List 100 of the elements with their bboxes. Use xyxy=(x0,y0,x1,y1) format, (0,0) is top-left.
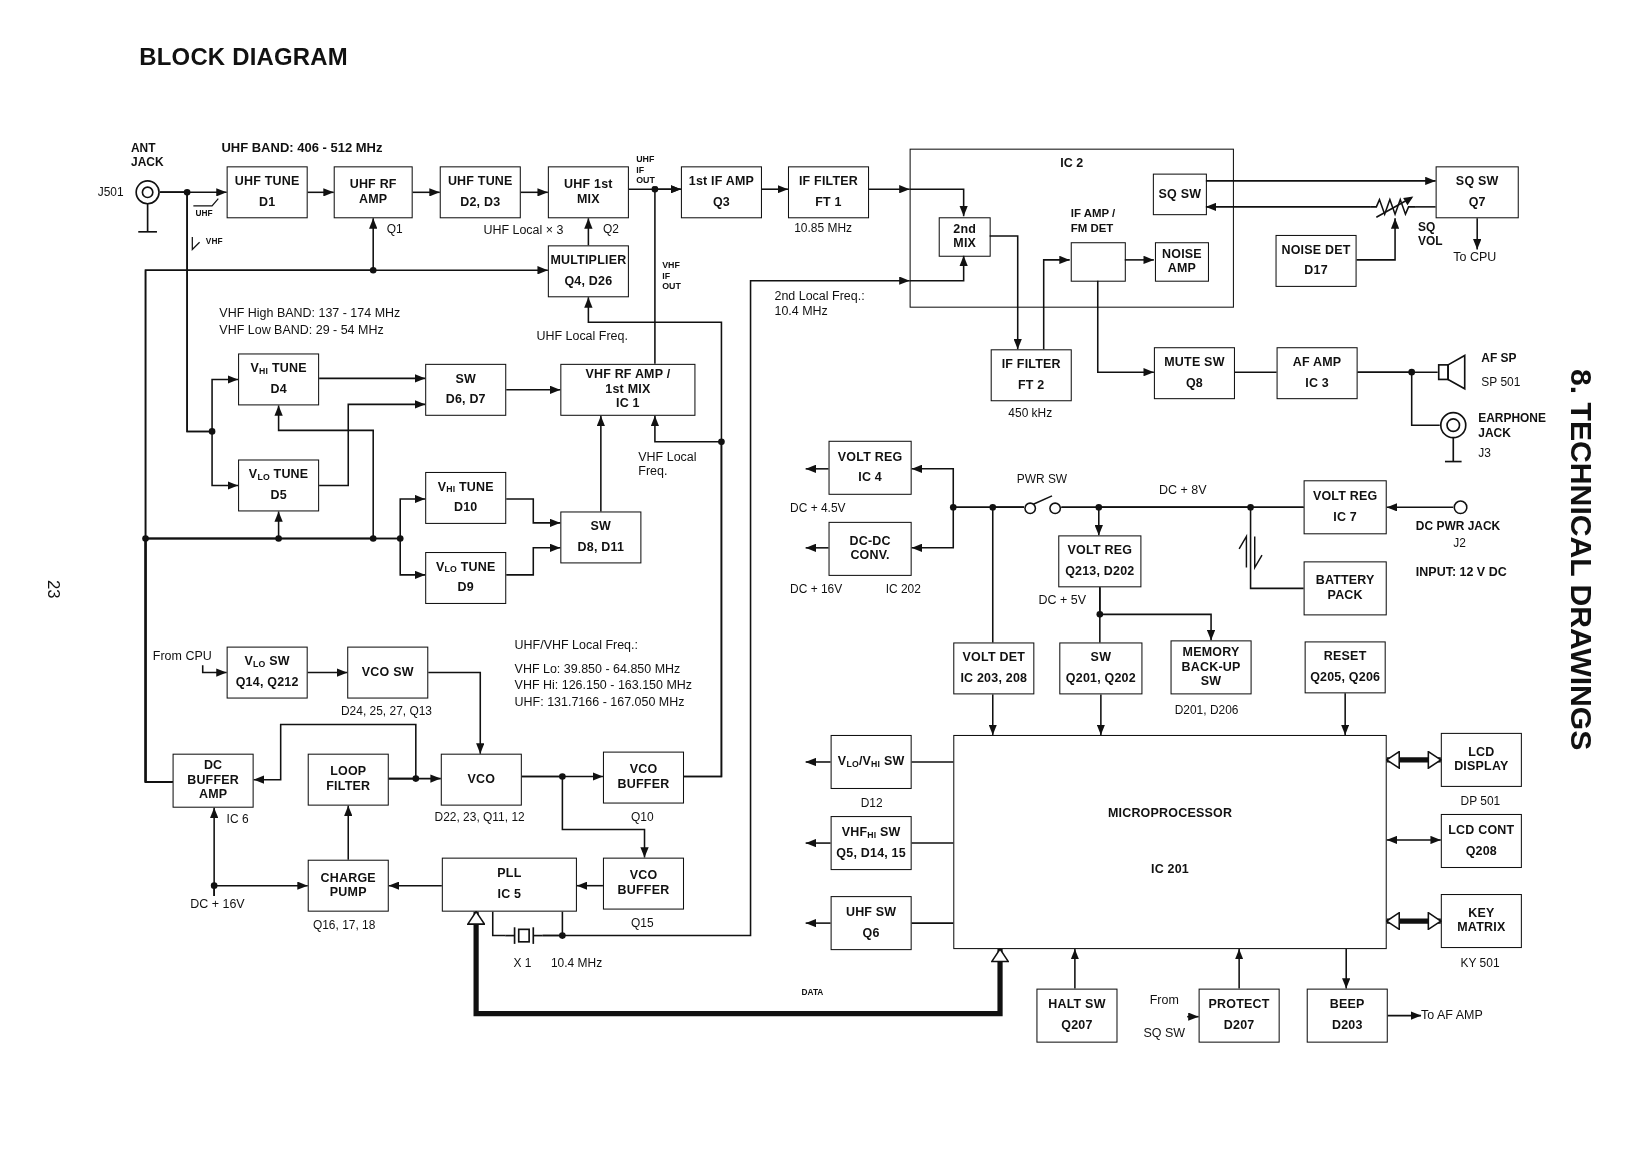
signal-arrow xyxy=(1387,1011,1422,1020)
block-label: AF AMP xyxy=(1292,356,1342,371)
signal-arrow xyxy=(520,188,549,197)
block-label: Q213, D202 xyxy=(1065,564,1135,579)
signal-arrow xyxy=(988,693,997,736)
annotation: VHF High BAND: 137 - 174 MHz xyxy=(219,305,401,321)
signal-arrow xyxy=(1124,255,1155,265)
annotation: VHF Low BAND: 29 - 54 MHz xyxy=(219,322,384,338)
signal-arrow xyxy=(505,498,562,528)
block-label: Q5, D14, 15 xyxy=(836,846,906,861)
signal-arrow xyxy=(1234,948,1244,990)
signal-arrow xyxy=(1096,693,1106,736)
block-label: Q207 xyxy=(1061,1018,1093,1034)
block-label: Q208 xyxy=(1465,844,1497,859)
annotation: UHF/VHF Local Freq.: xyxy=(514,637,638,653)
signal-arrow xyxy=(1042,255,1071,351)
annotation: VHF xyxy=(205,237,223,247)
block-label: V$_{LO}$ SW xyxy=(244,655,290,671)
side-heading: 23 xyxy=(43,580,64,599)
connector-line xyxy=(1415,206,1437,208)
block-label: D9 xyxy=(457,581,474,596)
block-label: Q7 xyxy=(1468,195,1486,210)
signal-arrow xyxy=(306,188,335,197)
signal-arrow xyxy=(1385,503,1455,512)
signal-arrow xyxy=(804,543,830,552)
block-label: SQ SW xyxy=(1158,187,1202,202)
crystal-symbol xyxy=(505,926,543,945)
signal-arrow xyxy=(1099,586,1216,642)
signal-arrow xyxy=(388,881,443,890)
part-label: D22, 23, Q11, 12 xyxy=(434,810,525,826)
block-label: VOLT REG xyxy=(1067,544,1133,559)
block-label: IC 201 xyxy=(1151,862,1189,878)
signal-arrow xyxy=(1205,202,1371,212)
signal-arrow xyxy=(344,804,353,861)
signal-arrow xyxy=(201,664,228,677)
part-label: DC + 16V xyxy=(790,582,843,597)
block-label: Q8 xyxy=(1185,376,1203,391)
signal-arrow xyxy=(1473,217,1482,251)
flow-label: To AF AMP xyxy=(1421,1007,1484,1023)
block-label: MEMORY BACK-UP SW xyxy=(1180,645,1242,689)
signal-arrow xyxy=(1341,692,1350,736)
part-label: Q2 xyxy=(602,222,619,237)
block-label: UHF SW xyxy=(845,905,897,920)
annotation: VHF Hi: 126.150 - 163.150 MHz xyxy=(514,677,693,693)
block-label: D17 xyxy=(1304,263,1328,279)
signal-arrow xyxy=(804,918,832,928)
edge-label: DATA xyxy=(800,987,825,998)
flow-label: SQ SW xyxy=(1142,1025,1187,1041)
block-label: V$_{HI}$ TUNE xyxy=(437,480,494,496)
block-label: VHF$_{HI}$ SW xyxy=(841,825,901,841)
function-block xyxy=(830,734,912,789)
part-label: 10.85 MHz xyxy=(794,221,852,236)
block-label: BEEP xyxy=(1329,998,1365,1013)
block-label: VCO BUFFER xyxy=(616,869,671,898)
part-label: SQ VOL xyxy=(1417,220,1444,250)
bus-arrow xyxy=(467,910,1010,1017)
block-label: D10 xyxy=(453,500,478,516)
part-label: IC 202 xyxy=(885,582,921,597)
block-label: VOLT REG xyxy=(1312,489,1378,505)
connector-line xyxy=(910,761,955,763)
block-label: RESET xyxy=(1323,650,1367,665)
annotation: UHF xyxy=(195,208,213,219)
signal-arrow xyxy=(159,191,239,490)
signal-arrow xyxy=(1186,1012,1200,1021)
block-label: SW xyxy=(455,372,476,387)
signal-arrow xyxy=(505,385,562,394)
signal-arrow xyxy=(654,185,682,365)
flow-label: DC + 16V xyxy=(190,896,246,912)
part-label: DP 501 xyxy=(1460,794,1501,809)
block-label: SQ SW xyxy=(1455,175,1499,190)
signal-arrow xyxy=(1097,279,1155,377)
annotation: INPUT: 12 V DC xyxy=(1415,564,1507,580)
annotation: UHF BAND: 406 - 512 MHz xyxy=(221,140,383,156)
block-label: IC 1 xyxy=(616,397,640,412)
ic-label: IC 2 xyxy=(1059,155,1085,171)
signal-arrow xyxy=(908,188,968,217)
block-label: MUTE SW xyxy=(1164,356,1225,371)
block-label: SW xyxy=(1090,651,1112,666)
block-label: VCO SW xyxy=(361,665,414,680)
block-label: V$_{LO}$ TUNE xyxy=(248,468,309,483)
block-label: UHF TUNE xyxy=(234,175,300,190)
part-label: DC + 4.5V xyxy=(790,502,846,517)
block-label: IF FILTER xyxy=(1001,358,1061,373)
block-label: FT 2 xyxy=(1018,378,1045,393)
part-label: D12 xyxy=(860,796,883,811)
block-label: D6, D7 xyxy=(445,392,486,407)
signal-arrow xyxy=(318,400,426,487)
signal-arrow xyxy=(908,254,968,282)
signal-arrow xyxy=(1355,217,1400,261)
signal-arrow xyxy=(804,464,830,473)
block-label: Q205, Q206 xyxy=(1310,670,1381,685)
connector-line xyxy=(910,842,955,844)
speaker-symbol xyxy=(1437,353,1467,391)
block-label: DC-DC CONV. xyxy=(848,534,892,564)
part-label: IC 6 xyxy=(226,812,249,828)
earphone-jack-symbol xyxy=(1439,411,1467,464)
block-label: IF FILTER xyxy=(798,175,859,190)
part-label: 10.4 MHz xyxy=(550,956,603,971)
block-label: PROTECT xyxy=(1208,998,1270,1013)
block-label: D203 xyxy=(1331,1018,1363,1034)
